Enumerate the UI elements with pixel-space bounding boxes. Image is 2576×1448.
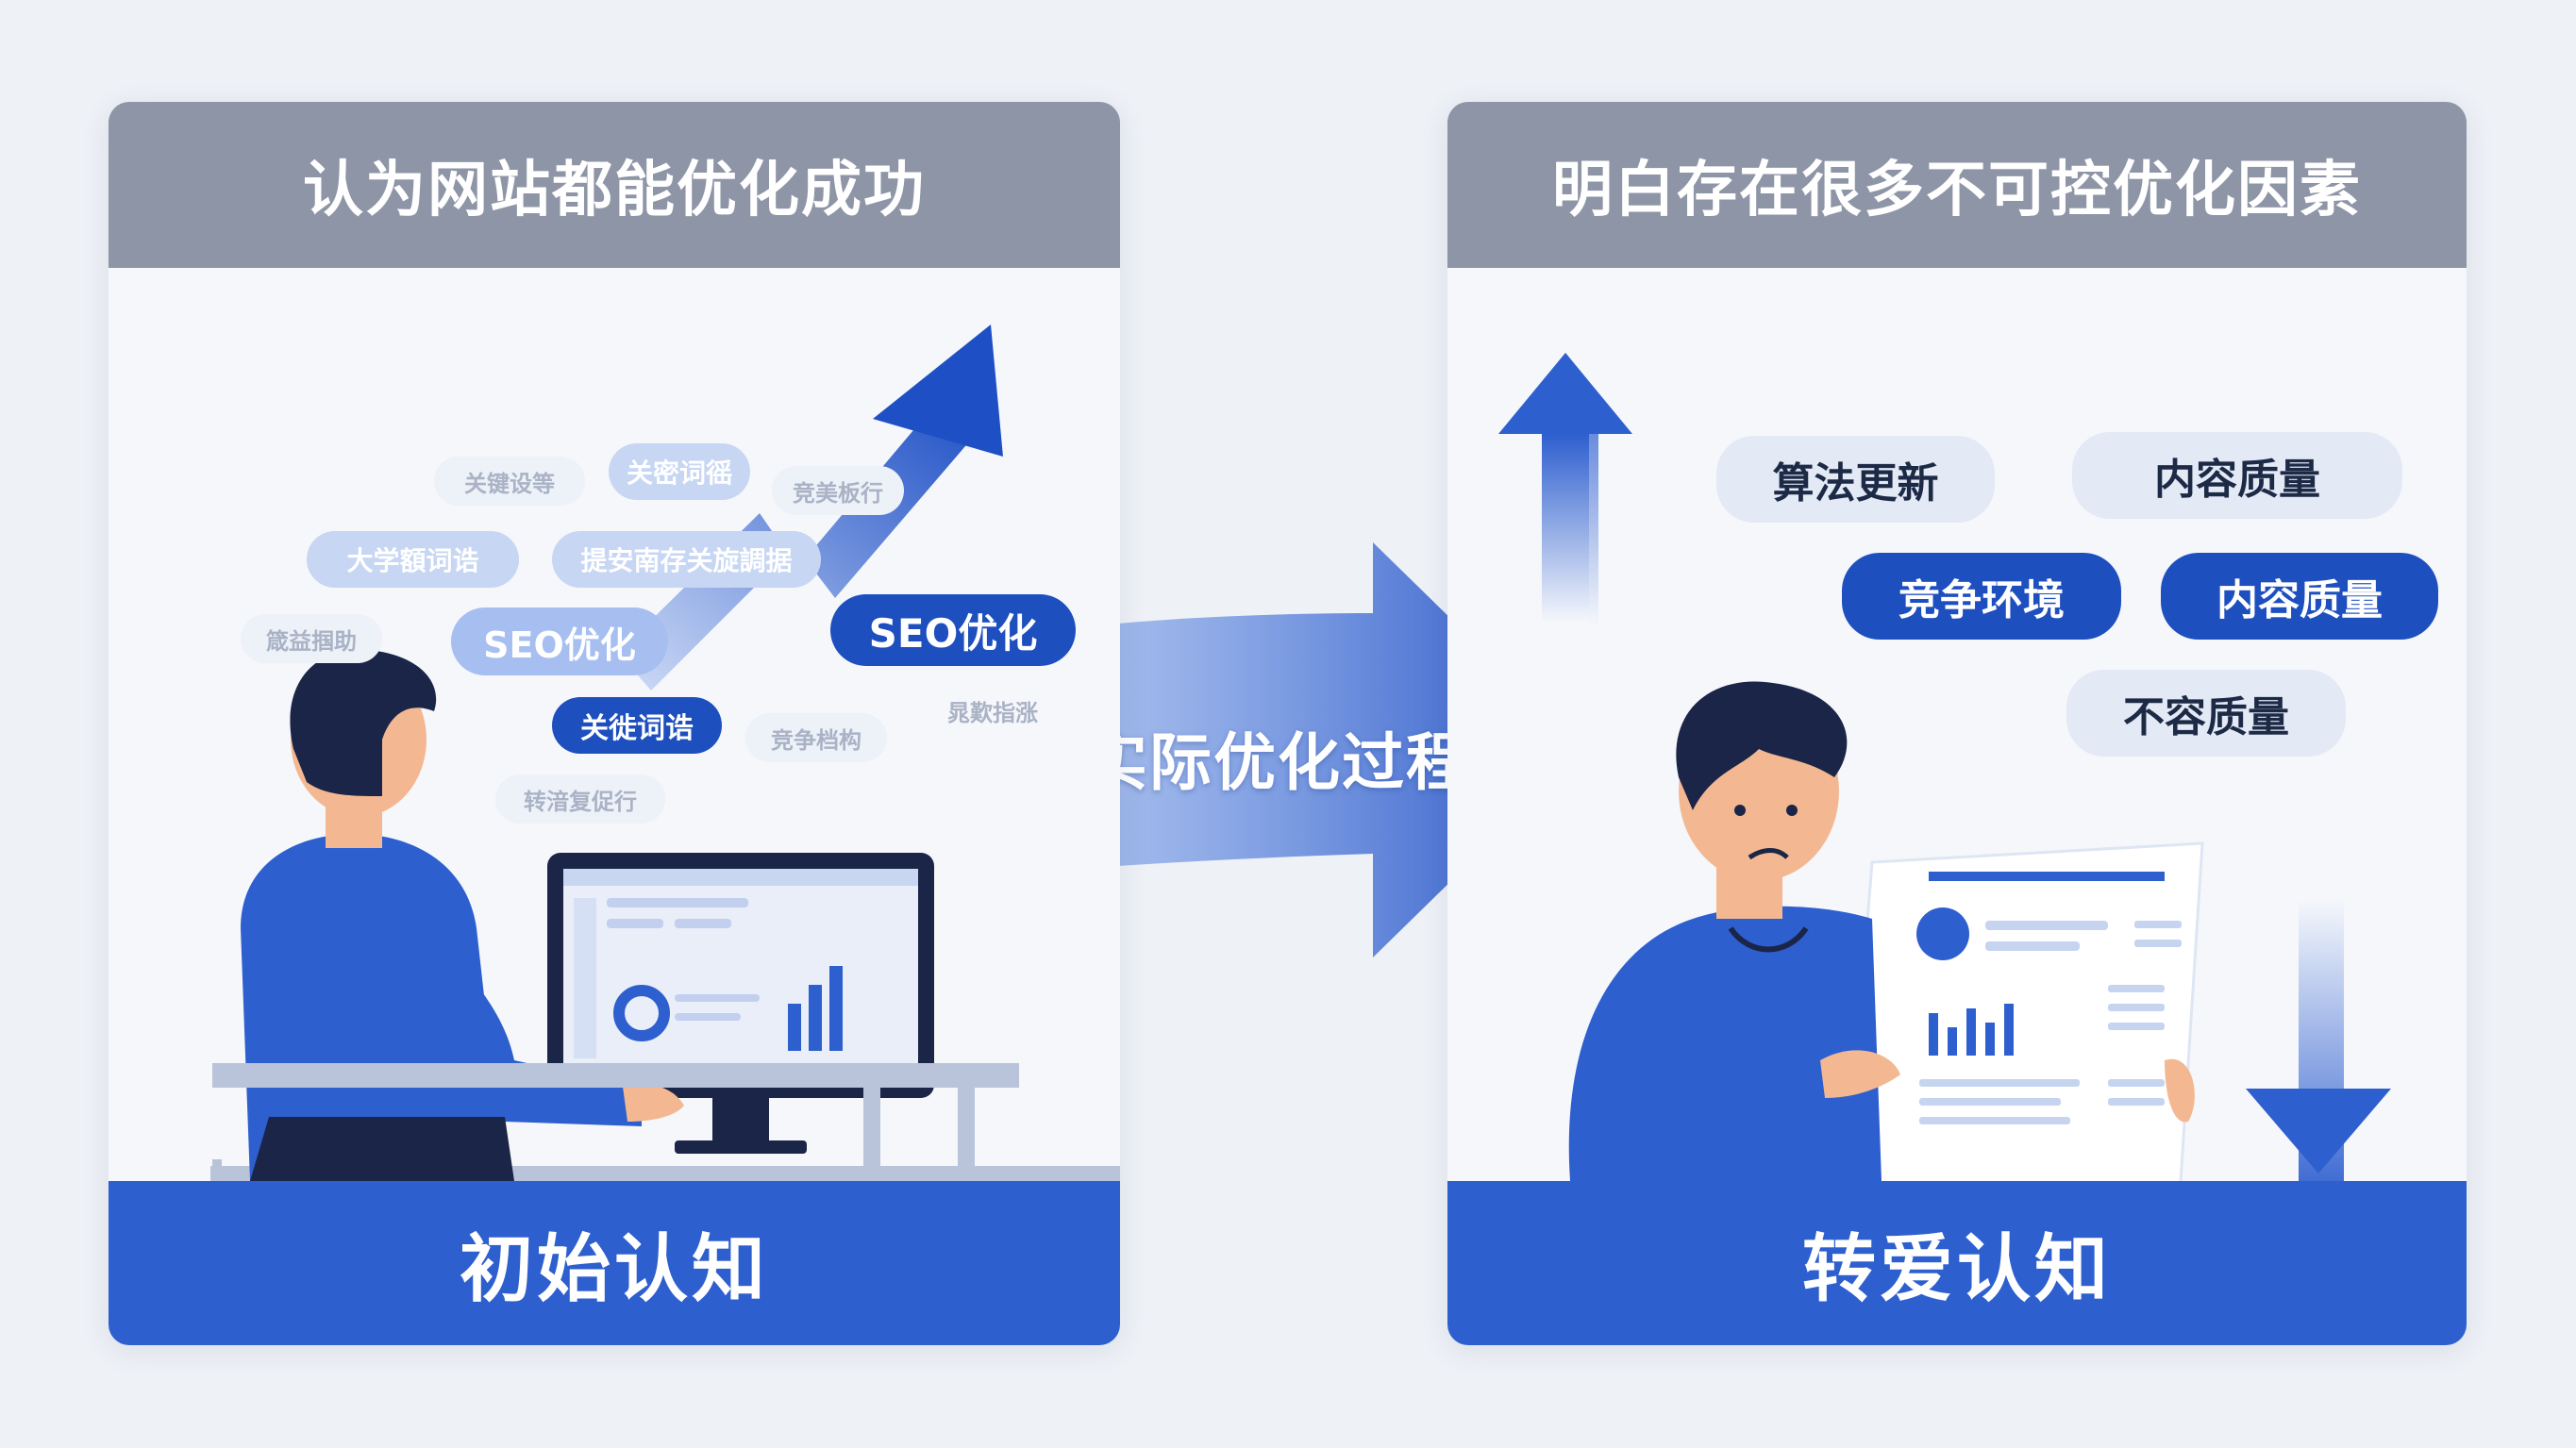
tag-light-3: 提安南存关旋調据: [552, 531, 821, 588]
monitor: [547, 853, 934, 1154]
factor-content-quality-2: 内容质量: [2161, 553, 2438, 640]
revised-perception-panel: 明白存在很多不可控优化因素: [1447, 102, 2467, 1345]
right-illustration: [1498, 353, 2391, 1181]
right-scene: 算法更新 内容质量 竞争环境 内容质量 不容质量: [1447, 268, 2467, 1181]
tag-keyword-light-1: 关密词徭: [609, 443, 750, 500]
right-panel-title: 明白存在很多不可控优化因素: [1447, 102, 2467, 268]
tag-faint-4: 竞争档构: [745, 713, 887, 762]
tag-keyword-dark: 关徙词诰: [552, 697, 722, 754]
report-document: [1845, 841, 2204, 1181]
factor-competition: 竞争环境: [1842, 553, 2121, 640]
desk: [212, 1063, 1019, 1088]
tag-seo-dark: SEO优化: [830, 594, 1076, 666]
factor-content-quality-1: 内容质量: [2072, 432, 2402, 519]
tag-faint-6: 转湆复促行: [495, 774, 665, 824]
left-panel-footer: 初始认知: [109, 1181, 1120, 1345]
tag-faint-2: 竞美板行: [772, 466, 904, 515]
tag-seo-mid: SEO优化: [451, 607, 668, 675]
tag-faint-3: 箴益掴助: [241, 614, 382, 663]
arrow-up-icon: [1498, 353, 1632, 626]
factor-uncontrollable-quality: 不容质量: [2066, 670, 2346, 757]
factor-algorithm-update: 算法更新: [1716, 436, 1995, 523]
tag-light-2: 大学額词诰: [307, 531, 519, 588]
desk-leg: [863, 1088, 880, 1179]
left-scene: 关键设等 关密词徭 竞美板行 大学額词诰 提安南存关旋調据 箴益掴助 SEO优化…: [109, 268, 1120, 1181]
tag-keyword-faint-1: 关键设等: [434, 457, 585, 506]
arrow-down-icon: [2246, 900, 2391, 1181]
left-panel-title: 认为网站都能优化成功: [109, 102, 1120, 268]
tag-faint-5: 晁歎指涨: [947, 699, 1038, 726]
confused-person: [1568, 681, 2195, 1181]
initial-perception-panel: 认为网站都能优化成功: [109, 102, 1120, 1345]
desk-leg-2: [958, 1088, 975, 1179]
right-panel-footer: 转爱认知: [1447, 1181, 2467, 1345]
process-label: 实际优化过程: [1085, 726, 1470, 799]
